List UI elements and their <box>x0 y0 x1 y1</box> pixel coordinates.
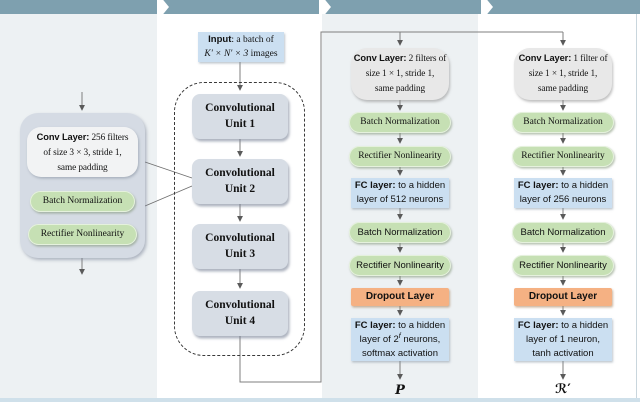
batch-normalization-pill: Batch Normalization <box>30 191 135 212</box>
fc-layer-text: FC layer: to a hidden <box>354 320 446 331</box>
fc-layer-box: FC layer: to a hidden layer of 512 neuro… <box>351 178 449 208</box>
unit-text: Unit 2 <box>224 183 256 195</box>
top-banner <box>0 0 640 14</box>
fc-layer-text: softmax activation <box>361 348 439 359</box>
conv-layer-box-detail: Conv Layer: 256 filters of size 3 × 3, s… <box>27 127 138 177</box>
bottom-strip <box>0 398 640 402</box>
chevron-right-icon <box>481 0 493 14</box>
fc-layer-text: layer of 2f neurons, <box>359 332 441 345</box>
rectifier-nonlinearity-pill: Rectifier Nonlinearity <box>512 255 614 276</box>
dropout-layer-box: Dropout Layer <box>514 288 612 306</box>
conv-unit-2-box: Convolutional Unit 2 <box>192 159 288 204</box>
conv-layer-text: same padding <box>374 84 426 94</box>
unit-text: Convolutional <box>205 102 275 114</box>
conv-unit-4-box: Convolutional Unit 4 <box>192 291 288 336</box>
conv-layer-text: same padding <box>537 84 589 94</box>
chevron-right-icon <box>157 0 169 14</box>
conv-layer-box-policy: Conv Layer: 2 filters of size 1 × 1, str… <box>351 48 449 100</box>
conv-layer-text: of size 3 × 3, stride 1, <box>43 148 122 158</box>
fc-layer-text: FC layer: to a hidden <box>517 180 609 191</box>
fc-layer-text: FC layer: to a hidden <box>354 180 446 191</box>
batch-normalization-pill: Batch Normalization <box>349 112 451 133</box>
fc-layer-box: FC layer: to a hidden layer of 1 neuron,… <box>514 318 612 361</box>
conv-layer-text: Conv Layer: 256 filters <box>36 132 129 143</box>
fc-layer-text: FC layer: to a hidden <box>517 320 609 331</box>
rectifier-nonlinearity-pill: Rectifier Nonlinearity <box>349 146 451 167</box>
conv-layer-text: size 1 × 1, stride 1, <box>528 69 598 79</box>
conv-layer-text: Conv Layer: 1 filter of <box>518 53 608 64</box>
batch-normalization-pill: Batch Normalization <box>512 112 614 133</box>
chevron-right-icon <box>319 0 331 14</box>
conv-layer-text: size 1 × 1, stride 1, <box>365 69 435 79</box>
conv-unit-1-box: Convolutional Unit 1 <box>192 94 288 139</box>
fc-layer-text: layer of 256 neurons <box>519 194 607 205</box>
fc-layer-box: FC layer: to a hidden layer of 256 neuro… <box>514 178 612 208</box>
unit-text: Unit 1 <box>224 118 256 130</box>
input-box: Input: a batch of K′ × N′ × 3 images <box>198 32 284 62</box>
input-text: K′ × N′ × 3 images <box>204 49 278 59</box>
conv-unit-3-box: Convolutional Unit 3 <box>192 224 288 269</box>
unit-text: Unit 3 <box>224 248 256 260</box>
rectifier-nonlinearity-pill: Rectifier Nonlinearity <box>512 146 614 167</box>
dropout-layer-box: Dropout Layer <box>351 288 449 306</box>
fc-layer-text: layer of 1 neuron, <box>526 334 600 345</box>
rectifier-nonlinearity-pill: Rectifier Nonlinearity <box>28 224 137 245</box>
conv-layer-text: same padding <box>57 163 108 173</box>
unit-text: Unit 4 <box>224 315 256 327</box>
value-output-label: ℛ′ <box>555 382 571 397</box>
unit-text: Convolutional <box>205 299 275 311</box>
fc-layer-text: layer of 512 neurons <box>356 194 444 205</box>
batch-normalization-pill: Batch Normalization <box>512 222 614 243</box>
unit-text: Convolutional <box>205 232 275 244</box>
fc-layer-text: tanh activation <box>532 348 594 359</box>
conv-layer-box-value: Conv Layer: 1 filter of size 1 × 1, stri… <box>514 48 612 100</box>
right-edge-line <box>636 14 637 398</box>
input-text: Input: a batch of <box>208 34 274 45</box>
batch-normalization-pill: Batch Normalization <box>349 222 451 243</box>
policy-output-label: P <box>395 383 405 398</box>
rectifier-nonlinearity-pill: Rectifier Nonlinearity <box>349 255 451 276</box>
unit-text: Convolutional <box>205 167 275 179</box>
fc-layer-box: FC layer: to a hidden layer of 2f neuron… <box>351 318 449 361</box>
conv-layer-text: Conv Layer: 2 filters of <box>353 53 447 64</box>
